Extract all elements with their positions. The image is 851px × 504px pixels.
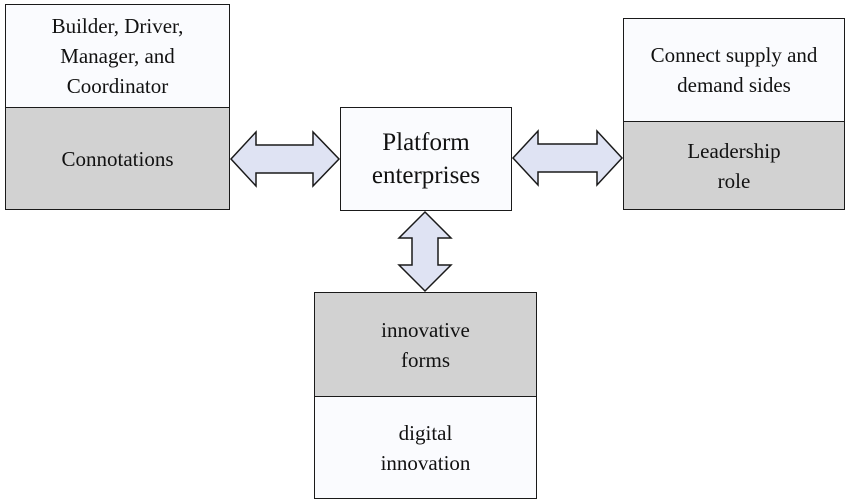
builder-driver-box: Builder, Driver, Manager, and Coordinato… bbox=[5, 4, 230, 108]
right-double-arrow bbox=[511, 129, 624, 187]
digital-innovation-text: digital innovation bbox=[380, 420, 471, 475]
left-double-arrow bbox=[229, 130, 341, 188]
innovative-forms-text: innovative forms bbox=[381, 317, 470, 372]
leadership-role-text: Leadership role bbox=[687, 138, 781, 193]
platform-enterprises-text: Platform enterprises bbox=[371, 129, 481, 189]
builder-driver-text: Builder, Driver, Manager, and Coordinato… bbox=[51, 14, 184, 98]
connotations-text: Connotations bbox=[61, 146, 174, 171]
digital-innovation-box: digital innovation bbox=[314, 396, 537, 499]
leadership-role-box: Leadership role bbox=[623, 121, 845, 210]
connect-supply-demand-text: Connect supply and demand sides bbox=[650, 43, 818, 97]
innovative-forms-box: innovative forms bbox=[314, 292, 537, 397]
down-double-arrow bbox=[397, 210, 453, 293]
connotations-box: Connotations bbox=[5, 107, 230, 210]
platform-enterprises-box: Platform enterprises bbox=[340, 107, 512, 211]
